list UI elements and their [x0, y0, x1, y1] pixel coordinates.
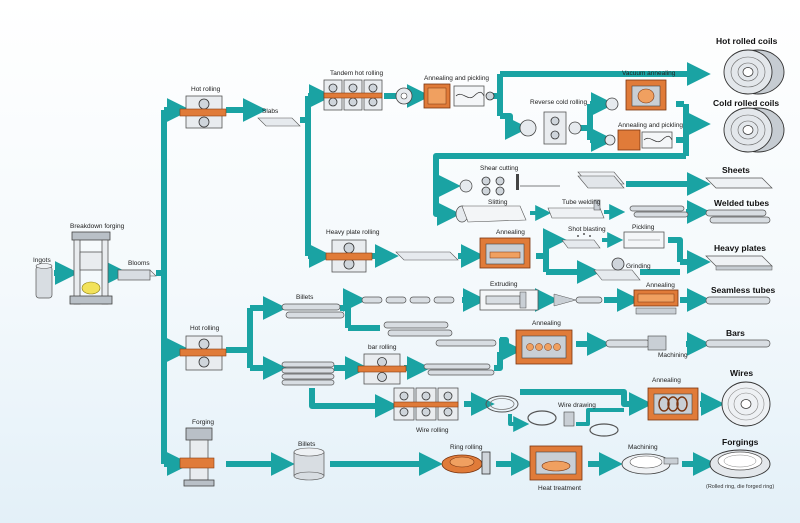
- heat-treatment-furnace: [529, 445, 583, 481]
- label-slitting: Slitting: [488, 199, 508, 206]
- product-labels: Hot rolled coils Cold rolled coils Sheet…: [706, 36, 779, 490]
- label-annealing-bars: Annealing: [532, 320, 561, 327]
- short-billets-row: [361, 296, 455, 304]
- label-billets-forging: Billets: [298, 441, 316, 448]
- label-slabs: Slabs: [262, 108, 279, 115]
- slitting-illustration: [455, 205, 527, 223]
- long-billets-illustration: [383, 321, 497, 347]
- label-shot-blasting: Shot blasting: [568, 226, 606, 233]
- annealing-pickling-cold-line: [604, 129, 673, 151]
- label-heat-treatment: Heat treatment: [538, 485, 581, 492]
- product-wires: Wires: [730, 368, 753, 378]
- wire-drawing-illustration: [527, 410, 619, 437]
- product-forgings: Forgings: [722, 437, 759, 447]
- vacuum-annealing-furnace: [605, 79, 667, 111]
- label-wire-rolling: Wire rolling: [416, 427, 449, 434]
- label-annealing-pickling-1: Annealing and pickling: [424, 75, 489, 82]
- breakdown-forging-press: [69, 231, 113, 305]
- label-vacuum-annealing: Vacuum annealing: [622, 70, 676, 77]
- heavy-plates-product-illustration: [705, 255, 773, 271]
- label-billets-mid: Billets: [296, 294, 314, 301]
- welded-tubes-stack: [629, 205, 689, 218]
- product-bars: Bars: [726, 328, 745, 338]
- label-ring-rolling: Ring rolling: [450, 444, 483, 451]
- bar-rolling-mill: [357, 353, 407, 385]
- bars-annealing-furnace: [515, 329, 573, 365]
- label-annealing-wires: Annealing: [652, 377, 681, 384]
- label-tube-welding: Tube welding: [562, 199, 601, 206]
- label-pickling: Pickling: [632, 224, 655, 231]
- bar-machining-illustration: [605, 335, 667, 351]
- label-reverse-cold-rolling: Reverse cold rolling: [530, 99, 587, 106]
- ring-rolling-illustration: [441, 451, 491, 475]
- label-annealing-pickling-2: Annealing and pickling: [618, 122, 683, 129]
- rolled-bars-illustration: [423, 363, 495, 376]
- welded-tubes-product-illustration: [705, 209, 771, 224]
- hot-rolled-coil-illustration: [723, 49, 785, 95]
- seamless-annealing-furnace: [633, 289, 679, 315]
- bars-product-illustration: [705, 339, 771, 348]
- tube-welding-illustration: [547, 199, 605, 219]
- label-tandem-hot-rolling: Tandem hot rolling: [330, 70, 383, 77]
- hot-rolling-mid-mill: [179, 335, 227, 371]
- label-annealing-plate: Annealing: [496, 229, 525, 236]
- reverse-cold-rolling-mill: [519, 111, 582, 145]
- label-wire-drawing: Wire drawing: [558, 402, 596, 409]
- product-welded-tubes: Welded tubes: [714, 198, 769, 208]
- product-forgings-note: (Rolled ring, die forged ring): [706, 484, 774, 490]
- label-annealing-seamless: Annealing: [646, 282, 675, 289]
- label-hot-rolling-top: Hot rolling: [191, 86, 221, 93]
- hot-rolling-top-mill: [179, 95, 227, 129]
- blooms-illustration: [117, 269, 157, 281]
- ring-machining-illustration: [621, 453, 679, 475]
- seamless-tubes-product-illustration: [705, 296, 771, 305]
- extruding-press: [479, 289, 539, 311]
- label-ingots: Ingots: [33, 257, 51, 264]
- label-hot-rolling-mid: Hot rolling: [190, 325, 220, 332]
- grinding-illustration: [593, 257, 641, 281]
- shear-cutting-illustration: [459, 171, 625, 196]
- heavy-plate-illustration: [395, 251, 459, 261]
- forgings-product-illustration: [709, 449, 771, 479]
- billets-stack-illustration: [281, 361, 335, 386]
- label-breakdown-forging: Breakdown forging: [70, 223, 125, 230]
- forging-press: [179, 427, 215, 487]
- label-extruding: Extruding: [490, 281, 518, 288]
- product-heavy-plates: Heavy plates: [714, 243, 766, 253]
- plate-annealing-furnace: [479, 237, 531, 269]
- extruded-tube-illustration: [553, 293, 603, 307]
- shot-blasting-illustration: [561, 233, 601, 249]
- label-grinding: Grinding: [626, 263, 651, 270]
- label-forging: Forging: [192, 419, 214, 426]
- cold-rolled-coil-illustration: [723, 107, 785, 153]
- sheets-product-illustration: [705, 177, 773, 189]
- ingot-illustration: [35, 263, 53, 299]
- wire-coil-rolled-illustration: [485, 395, 519, 413]
- billet-cylinder-illustration: [293, 447, 325, 481]
- wire-rolling-mill: [393, 387, 459, 421]
- product-seamless-tubes: Seamless tubes: [711, 285, 776, 295]
- product-hot-rolled-coils: Hot rolled coils: [716, 36, 778, 46]
- heavy-plate-rolling-mill: [325, 239, 373, 273]
- billets-mid-illustration: [281, 303, 345, 319]
- label-heavy-plate-rolling: Heavy plate rolling: [326, 229, 380, 236]
- annealing-pickling-line: [423, 83, 495, 109]
- flow-arrows: [54, 62, 725, 476]
- product-cold-rolled-coils: Cold rolled coils: [713, 98, 779, 108]
- wires-product-illustration: [721, 381, 771, 427]
- slabs-illustration: [257, 117, 301, 127]
- label-bar-rolling: bar rolling: [368, 344, 397, 351]
- labels: Ingots Breakdown forging Blooms Hot roll…: [33, 70, 688, 492]
- label-machining-bars: Machining: [658, 352, 688, 359]
- product-sheets: Sheets: [722, 165, 750, 175]
- label-machining-ring: Machining: [628, 444, 658, 451]
- pickling-tank: [623, 231, 665, 249]
- tandem-hot-rolling-mill: [323, 79, 413, 111]
- wire-annealing-furnace: [647, 387, 699, 421]
- label-blooms: Blooms: [128, 260, 150, 267]
- label-shear-cutting: Shear cutting: [480, 165, 519, 172]
